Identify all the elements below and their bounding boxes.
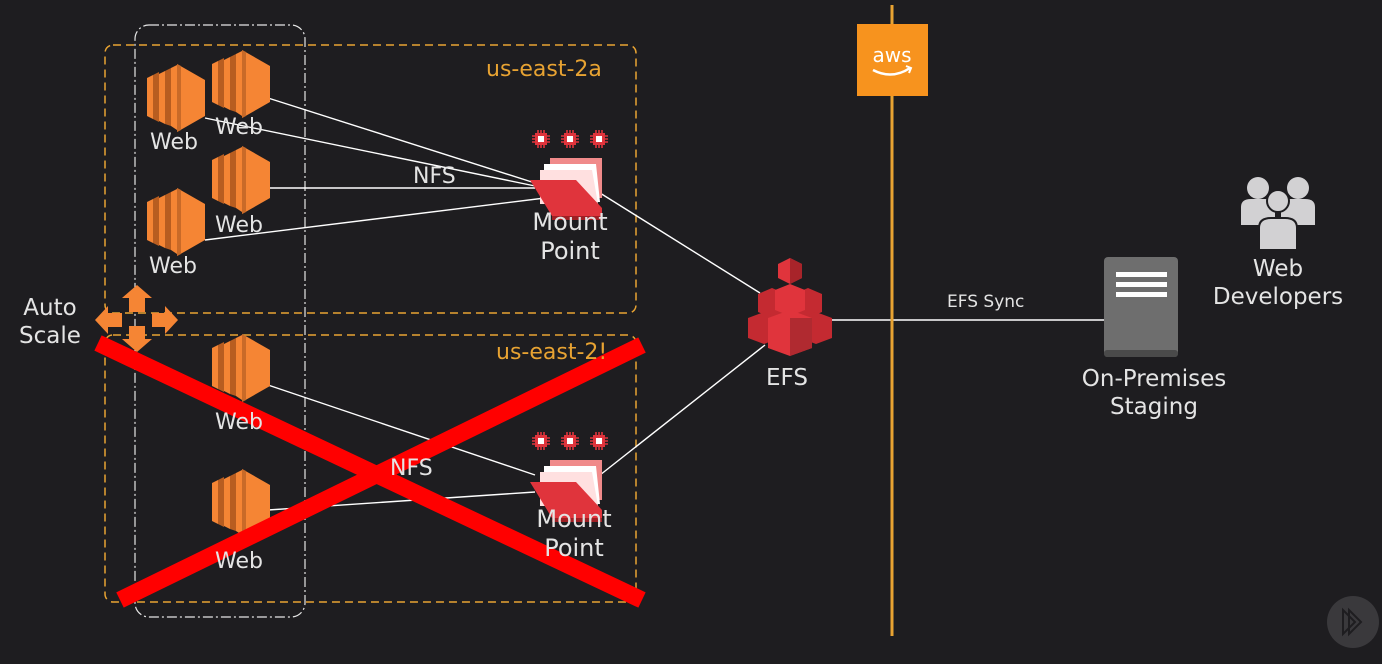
web-developers-icon	[1241, 177, 1315, 251]
mount-target-chips-b	[531, 431, 609, 451]
ec2-web-icon	[212, 50, 270, 118]
az-box-us-east-2b	[104, 334, 637, 603]
mount-target-chips-a	[531, 129, 609, 149]
web-label: Web	[215, 115, 263, 140]
efs-label: EFS	[766, 365, 808, 391]
nfs-connections-a	[204, 97, 761, 294]
az-label-us-east-2b: us-east-2!	[496, 340, 608, 365]
efs-sync-label: EFS Sync	[947, 292, 1025, 312]
az-label-us-east-2a: us-east-2a	[486, 57, 602, 82]
nfs-label: NFS	[413, 164, 456, 189]
auto-scale-icon	[95, 285, 178, 352]
web-label: Web	[150, 130, 198, 155]
az-box-us-east-2a	[104, 44, 637, 314]
svg-text:aws: aws	[872, 43, 911, 67]
on-premises-server-icon	[1104, 257, 1178, 357]
web-label: Web	[215, 549, 263, 574]
ec2-web-icon	[147, 64, 205, 132]
nfs-label: NFS	[390, 456, 433, 481]
web-label: Web	[149, 254, 197, 279]
ec2-web-icon	[212, 146, 270, 214]
efs-icon	[748, 258, 832, 356]
web-label: Web	[215, 213, 263, 238]
auto-scaling-group-box	[134, 24, 306, 618]
aws-logo: aws	[857, 24, 928, 96]
play-icon	[1342, 607, 1363, 637]
zone-b-failure-cross	[94, 335, 646, 608]
play-button[interactable]	[1327, 596, 1379, 648]
ec2-web-icon	[147, 188, 205, 256]
web-label: Web	[215, 410, 263, 435]
